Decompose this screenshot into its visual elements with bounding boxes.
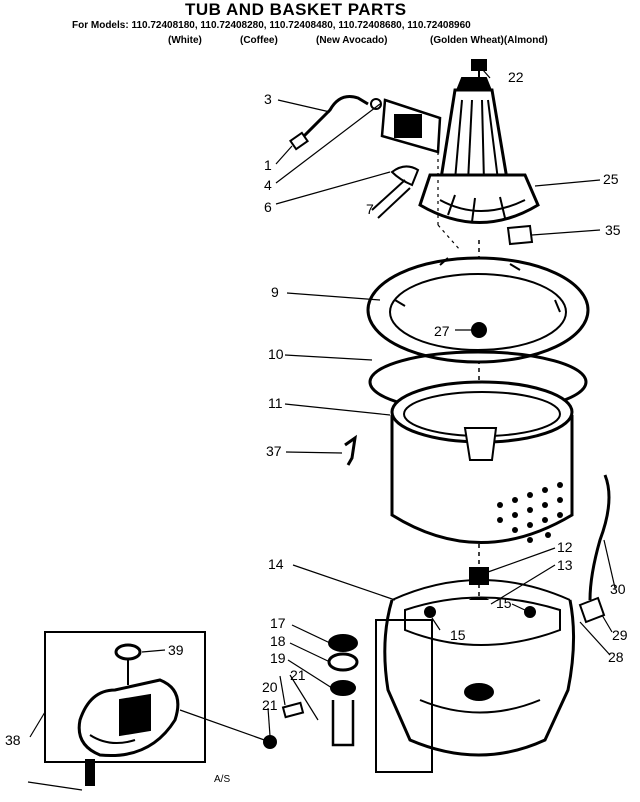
lid-switch-assembly: [289, 95, 461, 251]
color-wheat-almond: (Golden Wheat)(Almond): [430, 35, 548, 46]
agitator: [418, 77, 540, 224]
transmission-assembly: [44, 631, 206, 786]
callout-21a: 21: [262, 697, 278, 713]
footer-code: A/S: [214, 774, 230, 785]
callout-35: 37: [266, 443, 282, 459]
basket-clip: [344, 434, 358, 466]
callout-29: 29: [612, 627, 628, 643]
leader-lines: [27, 69, 616, 791]
callout-15a: 15: [450, 627, 466, 643]
callout-labels: 3 1 4 6 7 22 25 35 9 10 11 37 27 14 12 1…: [5, 69, 628, 785]
callout-27: 27: [434, 323, 450, 339]
callout-19: 19: [270, 650, 286, 666]
callout-17: 17: [270, 615, 286, 631]
spin-basket: [390, 380, 574, 544]
callout-15b: 15: [496, 595, 512, 611]
callout-10: 10: [268, 346, 284, 362]
callout-18: 18: [270, 633, 286, 649]
callout-37: 38: [5, 732, 21, 748]
cam-part: [506, 224, 534, 246]
callout-13: 13: [557, 557, 573, 573]
diagram-title: TUB AND BASKET PARTS: [185, 0, 407, 19]
models-line: For Models: 110.72408180, 110.72408280, …: [72, 20, 471, 31]
callout-38: 39: [168, 642, 184, 658]
agitator-bolt: [471, 59, 487, 80]
spanner-nut: [469, 567, 489, 585]
drain-hose: [588, 474, 611, 601]
callout-21b: 21: [290, 667, 306, 683]
callout-3: 3: [264, 91, 272, 107]
outer-tub: [375, 579, 576, 773]
callout-22: 22: [508, 69, 524, 85]
callout-1: 1: [264, 157, 272, 173]
callout-12: 12: [557, 539, 573, 555]
callout-30: 30: [610, 581, 626, 597]
callout-31: 35: [605, 222, 621, 238]
callout-6: 6: [264, 199, 272, 215]
callout-25: 25: [603, 171, 619, 187]
callout-14: 14: [268, 556, 284, 572]
callout-7: 7: [366, 201, 374, 217]
diagram-header: TUB AND BASKET PARTS For Models: 110.724…: [0, 0, 640, 52]
callout-20: 20: [262, 679, 278, 695]
color-avocado: (New Avocado): [316, 35, 388, 46]
tub-ring: [366, 256, 590, 364]
callout-11: 11: [268, 395, 283, 411]
callout-9: 9: [271, 284, 279, 300]
hose-clamp: [578, 596, 606, 624]
callout-4: 4: [264, 177, 272, 193]
callout-28: 28: [608, 649, 624, 665]
color-coffee: (Coffee): [240, 35, 278, 46]
color-white: (White): [168, 35, 202, 46]
